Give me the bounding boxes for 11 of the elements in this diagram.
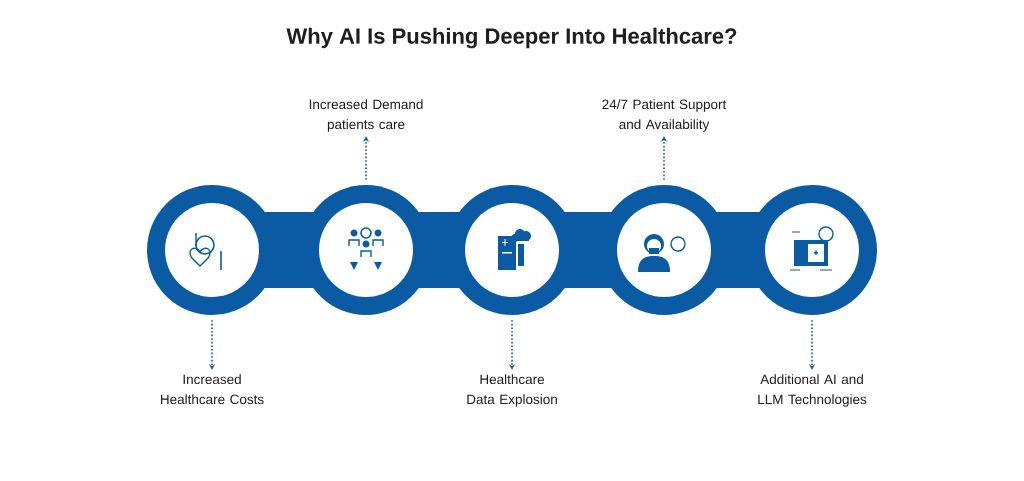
label-text: Healthcare Data Explosion [467, 374, 557, 407]
icon-circle [738, 185, 877, 315]
label-text: 24/7 Patient Support and Availability [602, 99, 727, 132]
label-text: Increased Healthcare Costs [161, 374, 264, 405]
icon-circle [588, 185, 738, 315]
label-text: Additional AI and LLM Technologies [758, 374, 867, 407]
icon-circle [439, 185, 588, 315]
title: Why AI Is Pushing Deeper Into Healthcare? [286, 27, 737, 49]
icon-circle [289, 185, 439, 315]
icon-circle [147, 185, 289, 315]
label-text: Increased Demand patients care [309, 99, 423, 132]
